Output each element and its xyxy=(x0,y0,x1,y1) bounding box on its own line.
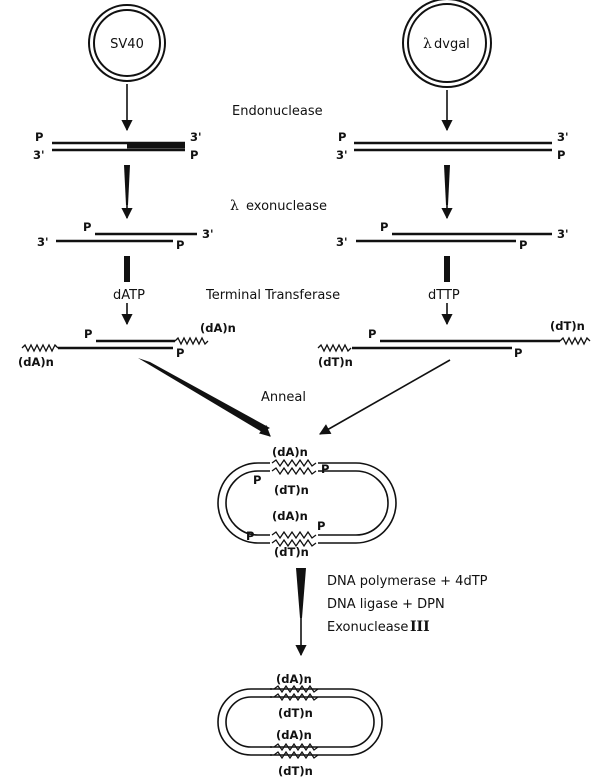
phosphate-label: P xyxy=(176,346,184,360)
phosphate-label: P xyxy=(190,148,198,162)
three-prime-label: 3' xyxy=(37,235,49,249)
dttp-label: dTTP xyxy=(428,288,460,303)
dvgal-label: dvgal xyxy=(434,37,470,52)
annealed-hybrid: (dA)n (dT)n (dA)n (dT)n P P P P xyxy=(217,445,397,559)
sv40-linear-duplex: P 3' 3' P xyxy=(33,130,202,162)
lambda-linear-duplex: P 3' 3' P xyxy=(336,130,569,162)
anneal-arrows xyxy=(138,358,451,437)
final-step-arrow xyxy=(295,568,307,657)
three-prime-label: 3' xyxy=(557,130,569,144)
three-prime-label: 3' xyxy=(557,227,569,241)
tail-da-label: (dA)n xyxy=(276,728,312,742)
arrows-exonuclease xyxy=(121,165,453,220)
tail-dt-label: (dT)n xyxy=(278,764,313,778)
tail-da-label: (dA)n xyxy=(276,672,312,686)
condition-ligase: DNA ligase + DPN xyxy=(327,597,445,612)
lambda-exo-product: P 3' 3' P xyxy=(336,220,569,252)
phosphate-label: P xyxy=(321,462,329,476)
phosphate-label: P xyxy=(84,327,92,341)
three-prime-label: 3' xyxy=(336,235,348,249)
exonuclease-label: exonuclease xyxy=(246,199,327,214)
recombinant-circle: (dA)n (dT)n (dA)n (dT)n xyxy=(217,672,383,778)
tail-dt-label: (dT)n xyxy=(274,483,309,497)
phosphate-label: P xyxy=(338,130,346,144)
phosphate-label: P xyxy=(514,346,522,360)
phosphate-label: P xyxy=(317,519,325,533)
phosphate-label: P xyxy=(368,327,376,341)
tail-dt-label: (dT)n xyxy=(274,545,309,559)
sv40-exo-product: P 3' 3' P xyxy=(37,220,214,252)
tail-dt-label: (dT)n xyxy=(318,355,353,369)
lambda-symbol: λ xyxy=(423,36,432,52)
arrows-endonuclease xyxy=(121,84,453,132)
phosphate-label: P xyxy=(253,473,261,487)
tail-da-label: (dA)n xyxy=(272,445,308,459)
phosphate-label: P xyxy=(519,238,527,252)
sv40-plasmid: SV40 xyxy=(88,4,166,82)
tail-da-label: (dA)n xyxy=(272,509,308,523)
condition-polymerase: DNA polymerase + 4dTP xyxy=(327,574,488,589)
condition-exonuclease: Exonuclease xyxy=(327,620,408,635)
phosphate-label: P xyxy=(380,220,388,234)
phosphate-label: P xyxy=(176,238,184,252)
three-prime-label: 3' xyxy=(33,148,45,162)
three-prime-label: 3' xyxy=(202,227,214,241)
lambda-tailed-product: P P (dT)n (dT)n xyxy=(317,319,591,369)
phosphate-label: P xyxy=(83,220,91,234)
phosphate-label: P xyxy=(246,529,254,543)
lambda-dvgal-plasmid: λ dvgal xyxy=(402,0,492,88)
three-prime-label: 3' xyxy=(336,148,348,162)
datp-label: dATP xyxy=(113,288,145,303)
terminal-transferase-label: Terminal Transferase xyxy=(205,288,340,303)
arrows-transferase xyxy=(121,256,453,326)
roman-numeral-three: III xyxy=(410,619,430,635)
phosphate-label: P xyxy=(557,148,565,162)
sv40-tailed-product: P P (dA)n (dA)n xyxy=(18,321,236,369)
lambda-exo-symbol: λ xyxy=(230,198,239,214)
three-prime-label: 3' xyxy=(190,130,202,144)
tail-dt-label: (dT)n xyxy=(278,706,313,720)
endonuclease-label: Endonuclease xyxy=(232,104,323,119)
sv40-label: SV40 xyxy=(110,37,144,52)
phosphate-label: P xyxy=(35,130,43,144)
tail-da-label: (dA)n xyxy=(18,355,54,369)
tail-dt-label: (dT)n xyxy=(550,319,585,333)
tail-da-label: (dA)n xyxy=(200,321,236,335)
anneal-label: Anneal xyxy=(261,390,306,405)
